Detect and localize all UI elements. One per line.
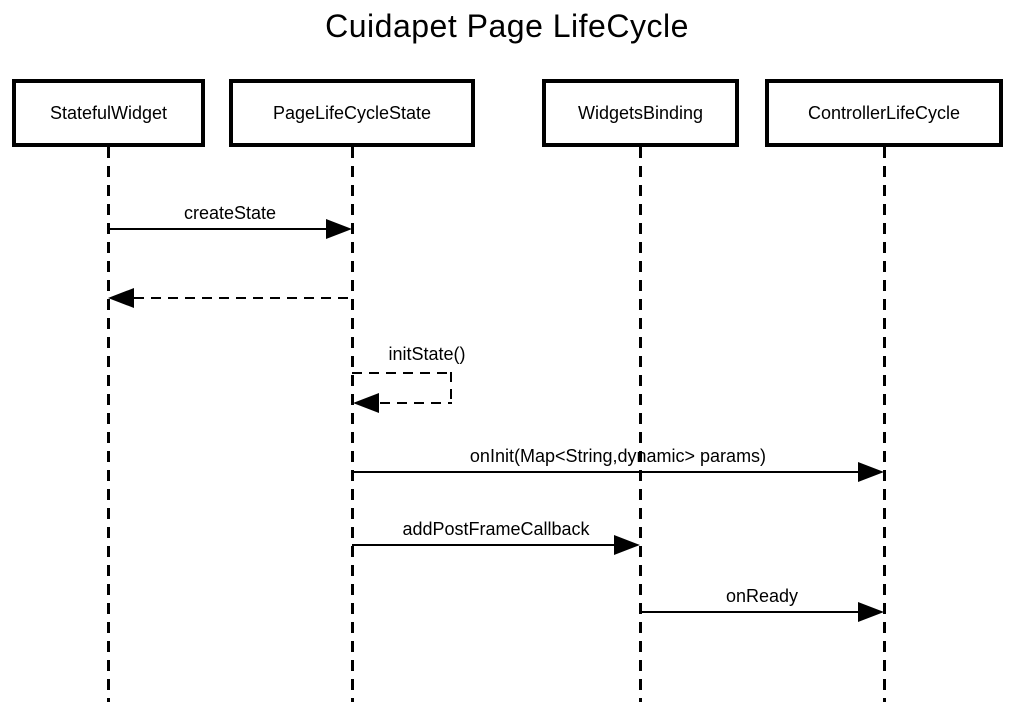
message-line-onready [640, 611, 860, 613]
self-message-line-top [352, 372, 452, 374]
actor-label-widgetsbinding: WidgetsBinding [577, 102, 704, 123]
lifeline-pagelifecyclestate [351, 147, 354, 702]
message-label-initstate: initState() [388, 344, 466, 364]
actor-label-statefulwidget: StatefulWidget [49, 102, 168, 123]
self-message-line-right [450, 372, 452, 404]
lifeline-statefulwidget [107, 147, 110, 702]
message-line-return [134, 297, 352, 299]
arrowhead-left-icon [353, 393, 379, 413]
actor-box-controllerlifecycle: ControllerLifeCycle [765, 79, 1003, 147]
arrowhead-left-icon [108, 288, 134, 308]
message-line-createstate [108, 228, 330, 230]
message-label-addpostframecallback: addPostFrameCallback [402, 519, 590, 539]
actor-box-widgetsbinding: WidgetsBinding [542, 79, 739, 147]
message-label-oninit: onInit(Map<String,dynamic> params) [469, 446, 767, 466]
message-line-addpostframecallback [352, 544, 616, 546]
message-line-oninit [352, 471, 860, 473]
actor-box-statefulwidget: StatefulWidget [12, 79, 205, 147]
actor-label-controllerlifecycle: ControllerLifeCycle [807, 102, 961, 123]
arrowhead-right-icon [326, 219, 352, 239]
arrowhead-right-icon [858, 602, 884, 622]
arrowhead-right-icon [614, 535, 640, 555]
message-label-createstate: createState [183, 203, 277, 223]
diagram-title: Cuidapet Page LifeCycle [325, 8, 689, 44]
message-label-onready: onReady [725, 586, 799, 606]
arrowhead-right-icon [858, 462, 884, 482]
lifeline-controllerlifecycle [883, 147, 886, 702]
lifeline-widgetsbinding [639, 147, 642, 702]
self-message-line-bottom [380, 402, 452, 404]
actor-label-pagelifecyclestate: PageLifeCycleState [272, 102, 432, 123]
actor-box-pagelifecyclestate: PageLifeCycleState [229, 79, 475, 147]
